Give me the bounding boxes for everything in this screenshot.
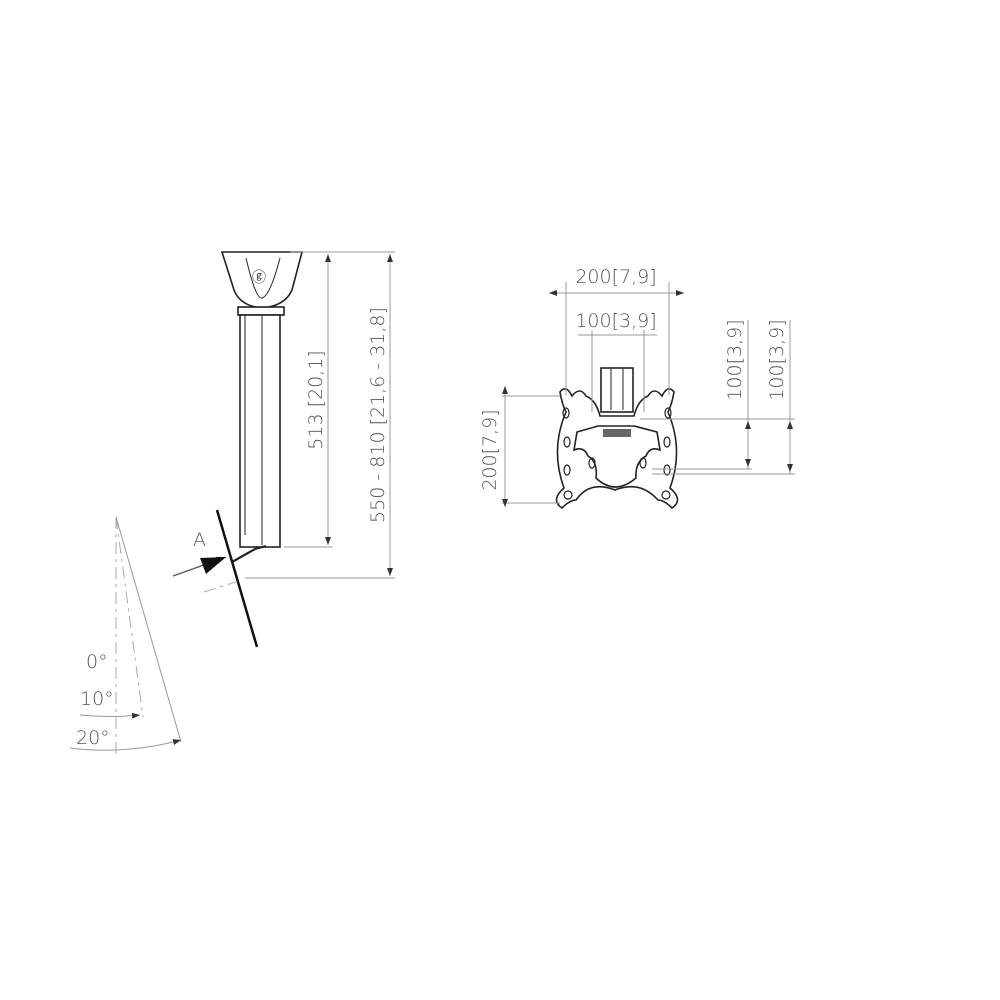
- dim-width-outer: 200[7,9]: [575, 266, 656, 288]
- side-view: ⓖ A 513 [20,1] 550 - 810 [21,6 - 31,8] 0…: [69, 251, 395, 757]
- dim-height-inner-1: 100[3,9]: [724, 319, 746, 400]
- angle-10: 10°: [80, 688, 114, 710]
- display-plane: [215, 509, 259, 648]
- dim-width-inner: 100[3,9]: [575, 310, 656, 332]
- angle-0: 0°: [86, 651, 108, 673]
- dim-pole-length: 513 [20,1]: [305, 350, 327, 449]
- pole-stub: [600, 367, 634, 413]
- tilt-bracket: [231, 544, 267, 563]
- dim-height-inner-2: 100[3,9]: [766, 319, 788, 400]
- dim-total-height: 550 - 810 [21,6 - 31,8]: [367, 307, 389, 523]
- logo-icon: ⓖ: [252, 270, 266, 286]
- cup-logo-recess: [245, 257, 281, 299]
- mounting-slots: [562, 407, 672, 500]
- pole: [239, 314, 281, 548]
- angle-20: 20°: [76, 727, 110, 749]
- dim-height-outer: 200[7,9]: [479, 409, 501, 490]
- front-view: 200[7,9] 100[3,9] 200[7,9] 100[3,9] 100[…: [479, 266, 795, 510]
- pole-collar: [237, 306, 285, 316]
- mount-bracket: [572, 425, 662, 488]
- section-label: A: [193, 529, 206, 551]
